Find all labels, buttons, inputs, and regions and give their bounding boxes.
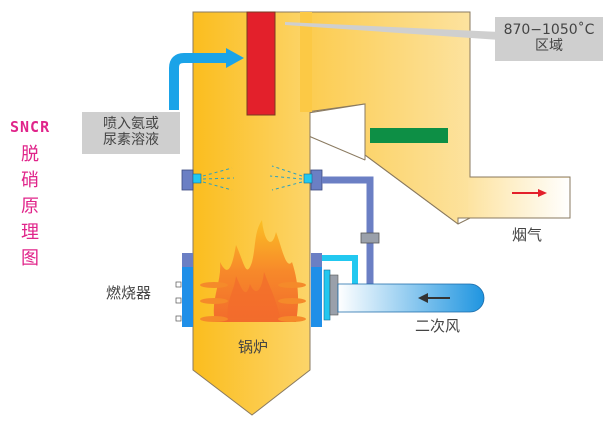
flue-duct bbox=[468, 178, 570, 218]
flue-gas-label: 烟气 bbox=[512, 226, 543, 244]
temp-zone-word: 区域 bbox=[535, 38, 563, 54]
injection-label-line1: 喷入氨或 bbox=[103, 116, 159, 132]
reagent-pipe bbox=[322, 176, 380, 285]
title-char: 硝 bbox=[21, 170, 39, 191]
diagram-title: SNCR 脱 硝 原 理 图 bbox=[10, 118, 50, 272]
flame-icon bbox=[200, 220, 306, 322]
secondary-air-label: 二次风 bbox=[415, 317, 461, 335]
title-char: 原 bbox=[21, 196, 39, 217]
spray-pattern bbox=[202, 165, 303, 191]
temp-zone-label-box: 870−1050˚C 区域 bbox=[495, 17, 603, 61]
title-char: 理 bbox=[21, 222, 39, 243]
injection-label-box: 喷入氨或 尿素溶液 bbox=[82, 112, 180, 154]
heat-exchanger-bar bbox=[370, 128, 448, 143]
title-char: 图 bbox=[21, 248, 39, 269]
title-char: 脱 bbox=[21, 144, 39, 165]
secondary-air-duct bbox=[337, 283, 485, 313]
temp-zone-range: 870−1050˚C bbox=[503, 22, 595, 38]
left-burner-bank bbox=[175, 253, 193, 327]
burner-label: 燃烧器 bbox=[106, 284, 152, 302]
temp-zone-pointer bbox=[285, 22, 500, 40]
injection-label-line2: 尿素溶液 bbox=[103, 132, 159, 148]
air-flow-arrow-icon bbox=[418, 293, 450, 303]
title-prefix: SNCR bbox=[10, 118, 51, 136]
flue-gas-arrow-icon bbox=[512, 189, 547, 197]
injection-arrow-icon bbox=[169, 48, 244, 110]
left-injection-nozzle[interactable] bbox=[181, 169, 202, 191]
right-burner-bank bbox=[311, 253, 358, 327]
temperature-zone-block bbox=[246, 11, 276, 116]
pipe-valve[interactable] bbox=[360, 232, 380, 244]
boiler-label: 锅炉 bbox=[238, 338, 269, 356]
